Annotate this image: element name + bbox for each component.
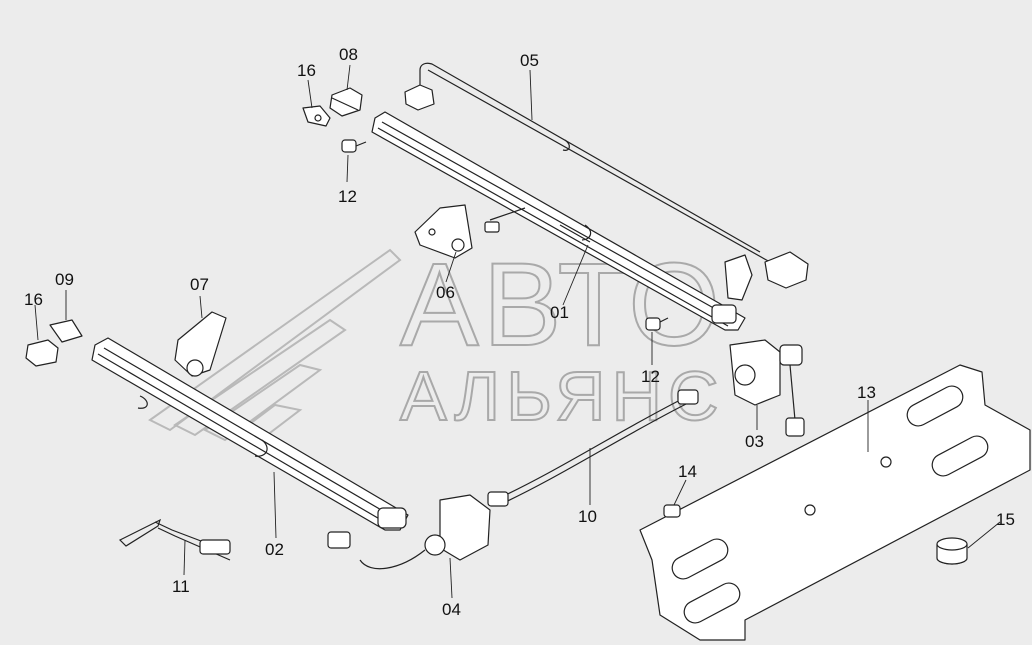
clip-08 (329, 87, 363, 117)
label-01: 01 (550, 303, 569, 322)
lower-rail-02 (91, 337, 409, 531)
label-15: 15 (996, 510, 1015, 529)
cable-10 (487, 389, 699, 507)
clip-16-left (25, 339, 59, 367)
upper-rail-05 (371, 62, 809, 331)
label-12-top: 12 (338, 187, 357, 206)
label-16-left: 16 (24, 290, 43, 309)
bolt-12-top (341, 139, 367, 153)
label-04: 04 (442, 600, 461, 619)
mechanism-04 (327, 494, 491, 570)
label-03: 03 (745, 432, 764, 451)
label-05: 05 (520, 51, 539, 70)
plate-16-top (302, 105, 331, 127)
leader-lines (34, 64, 1001, 599)
label-07: 07 (190, 275, 209, 294)
bracket-07 (174, 311, 227, 377)
bracket-06 (414, 204, 473, 259)
label-08: 08 (339, 45, 358, 64)
plate-09 (49, 319, 83, 343)
label-12-right: 12 (641, 367, 660, 386)
label-06: 06 (436, 283, 455, 302)
label-13: 13 (857, 383, 876, 402)
mechanism-03 (729, 339, 805, 437)
bolt-14 (663, 504, 681, 518)
handle-11 (118, 518, 231, 561)
watermark-line2: АЛЬЯНС (400, 357, 725, 435)
base-frame-13 (639, 364, 1031, 641)
watermark-line1: АВТО (400, 239, 724, 371)
label-10: 10 (578, 507, 597, 526)
bumper-15 (936, 537, 968, 565)
watermark-logo: АВТО АЛЬЯНС (148, 238, 725, 444)
label-09: 09 (55, 270, 74, 289)
label-14: 14 (678, 462, 697, 481)
callout-labels: 05 08 16 12 06 01 07 09 16 02 11 04 10 1… (24, 45, 1015, 619)
label-16-top: 16 (297, 61, 316, 80)
bolt-12-right (645, 317, 669, 331)
label-02: 02 (265, 540, 284, 559)
label-11: 11 (172, 577, 190, 596)
